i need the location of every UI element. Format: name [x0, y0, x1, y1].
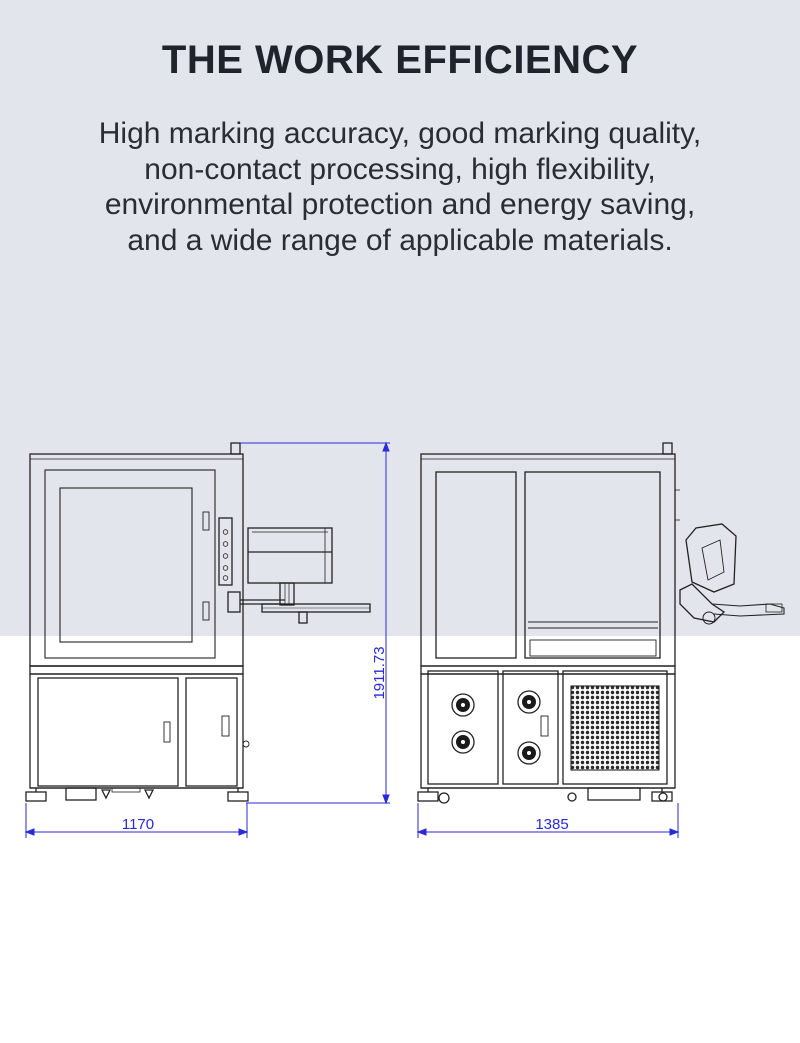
description-line: environmental protection and energy savi…	[104, 188, 696, 221]
front-view	[25, 442, 371, 802]
side-width-label: 1385	[535, 816, 568, 833]
header-background	[0, 0, 800, 636]
side-dimensions	[416, 803, 680, 838]
front-width-label: 1170	[122, 816, 154, 833]
side-view	[417, 442, 785, 804]
description-line: High marking accuracy, good marking qual…	[98, 117, 702, 150]
description-line: non-contact processing, high flexibility…	[144, 152, 656, 186]
fan-icon	[451, 730, 475, 754]
description: High marking accuracy, good marking qual…	[0, 116, 800, 258]
fan-icon	[451, 693, 475, 717]
page-title: THE WORK EFFICIENCY	[161, 38, 639, 82]
description-line: and a wide range of applicable materials…	[127, 223, 673, 257]
fan-icon	[517, 690, 541, 714]
front-height-label: 1911.73	[371, 646, 388, 699]
fan-icon	[517, 741, 541, 765]
front-dimensions	[24, 441, 390, 838]
